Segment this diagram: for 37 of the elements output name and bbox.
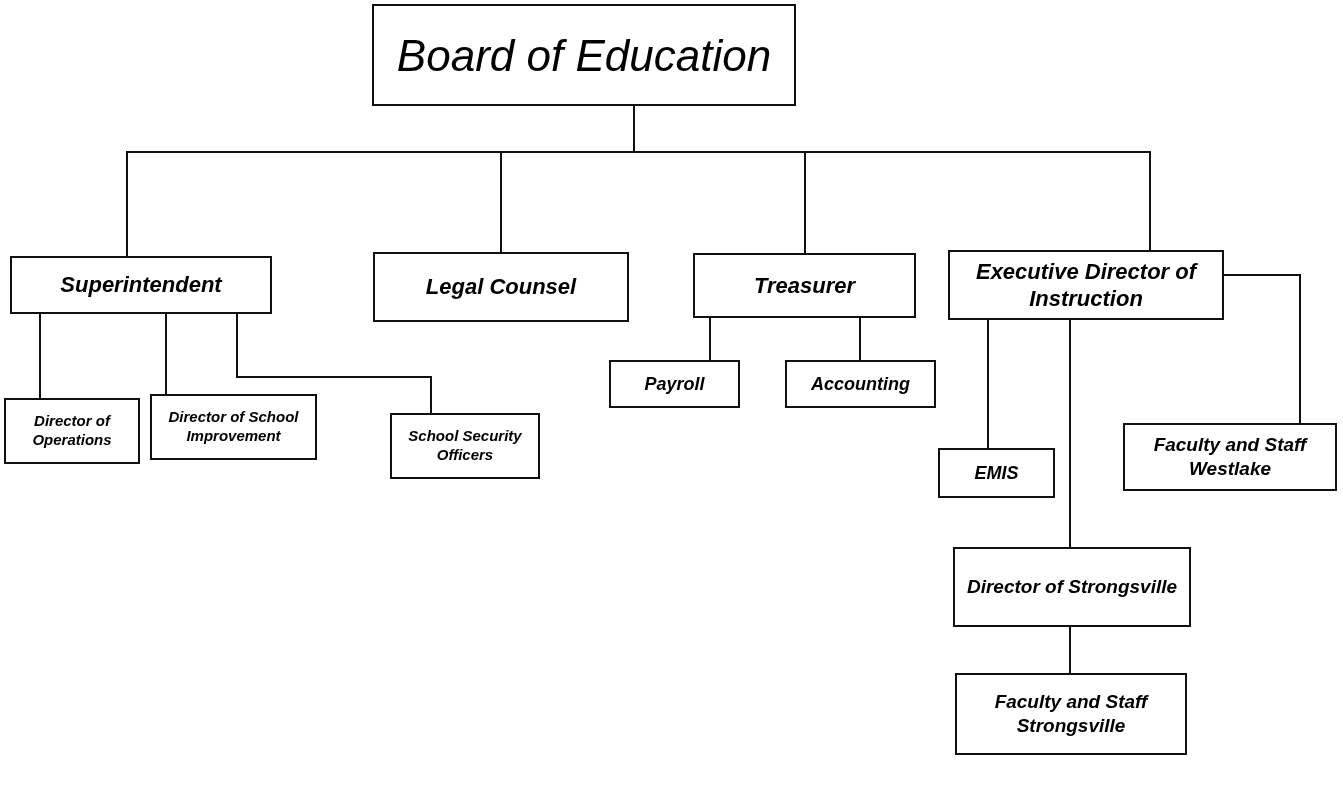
connector-line	[709, 317, 711, 361]
box-label: School Security Officers	[407, 427, 523, 465]
connector-line	[1223, 274, 1301, 424]
org-box	[693, 253, 916, 318]
connector-line	[236, 313, 432, 414]
org-box	[785, 360, 936, 408]
org-box	[10, 256, 272, 314]
org-box	[150, 394, 317, 460]
box-label: EMIS	[974, 461, 1019, 485]
org-box	[955, 673, 1187, 755]
box-label: Faculty and Staff Strongsville	[993, 690, 1150, 738]
box-label: Legal Counsel	[425, 273, 577, 301]
box-label: Director of School Improvement	[167, 408, 300, 446]
org-box	[372, 4, 796, 106]
org-box	[948, 250, 1224, 320]
box-label: Board of Education	[396, 29, 772, 82]
org-box	[953, 547, 1191, 627]
box-label: Faculty and Staff Westlake	[1152, 433, 1309, 481]
org-box	[390, 413, 540, 479]
connector-line	[1069, 626, 1071, 674]
connector-line	[165, 313, 167, 395]
org-box	[4, 398, 140, 464]
org-box	[609, 360, 740, 408]
org-box	[1123, 423, 1337, 491]
box-label: Director of Strongsville	[966, 575, 1178, 599]
connector-line	[39, 313, 41, 399]
box-label: Treasurer	[753, 271, 856, 300]
org-box	[373, 252, 629, 322]
connector-line	[987, 319, 989, 449]
box-label: Accounting	[811, 372, 910, 396]
org-box	[938, 448, 1055, 498]
connector-line	[1069, 319, 1071, 548]
box-label: Director of Operations	[31, 412, 113, 450]
box-label: Payroll	[644, 372, 705, 396]
box-label: Superintendent	[60, 271, 222, 299]
connector-line	[859, 317, 861, 361]
box-label: Executive Director of Instruction	[974, 257, 1199, 313]
